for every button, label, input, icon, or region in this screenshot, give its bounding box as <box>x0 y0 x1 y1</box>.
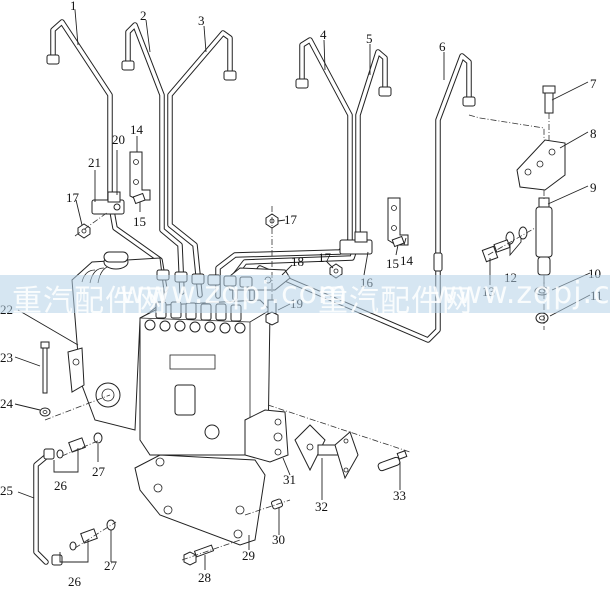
callout-15-left: 15 <box>133 214 146 229</box>
pipe-clamp-left <box>91 191 125 215</box>
washer-11 <box>535 312 549 324</box>
callout-32: 32 <box>315 499 328 514</box>
bracket-14-left <box>129 151 151 205</box>
watermark-text-cn-1: 重汽配件网 <box>12 284 167 319</box>
banjo-fittings-26 <box>56 437 98 551</box>
callout-33: 33 <box>393 488 406 503</box>
callout-15-right: 15 <box>386 256 399 271</box>
callout-9: 9 <box>590 180 597 195</box>
injector-9 <box>535 197 553 284</box>
callout-31: 31 <box>283 472 296 487</box>
bolt-23 <box>40 341 50 394</box>
callout-23: 23 <box>0 350 13 365</box>
callout-5: 5 <box>366 31 373 46</box>
callout-14-right: 14 <box>400 253 414 268</box>
watermark-text-url-1: www.zqpj.com <box>120 276 349 311</box>
banjo-bolt-13 <box>481 239 511 263</box>
assembly-centerlines <box>44 113 550 561</box>
callout-3: 3 <box>198 13 205 28</box>
callout-7: 7 <box>590 76 597 91</box>
callout-18: 18 <box>291 254 304 269</box>
fuel-line-5 <box>232 49 392 301</box>
callout-29: 29 <box>242 548 255 563</box>
callout-25: 25 <box>0 483 13 498</box>
watermark-text-url-2: www.zqpj.com <box>432 276 610 311</box>
callout-27-upper: 27 <box>92 464 106 479</box>
washer-24 <box>39 407 51 417</box>
pipe-clamp-right <box>339 231 373 255</box>
washers-12 <box>505 226 528 245</box>
callout-21: 21 <box>88 155 101 170</box>
callout-1: 1 <box>70 0 77 13</box>
fuel-line-3 <box>167 30 237 298</box>
callout-6: 6 <box>439 39 446 54</box>
fitting-33 <box>377 450 408 472</box>
callout-4: 4 <box>320 27 327 42</box>
flange-31 <box>244 409 289 463</box>
callout-2: 2 <box>140 8 147 23</box>
callout-20: 20 <box>112 132 125 147</box>
callout-26-lower: 26 <box>68 574 82 589</box>
callout-17-left: 17 <box>66 190 80 205</box>
washers-27 <box>93 432 116 531</box>
callout-8: 8 <box>590 126 597 141</box>
callout-24: 24 <box>0 396 14 411</box>
feed-pump-32 <box>294 424 359 480</box>
callout-27-lower: 27 <box>104 558 118 573</box>
mounting-lug <box>67 347 85 393</box>
callout-17-right: 17 <box>318 250 332 265</box>
callout-17-center: 17 <box>284 212 298 227</box>
bracket-14-right <box>387 197 409 248</box>
watermark-band <box>0 275 610 313</box>
bolt-28 <box>183 544 215 566</box>
callout-26-upper: 26 <box>54 478 68 493</box>
clamp-plate-8 <box>516 139 566 191</box>
callout-30: 30 <box>272 532 285 547</box>
callout-14-left: 14 <box>130 122 144 137</box>
fuel-line-2 <box>121 22 185 295</box>
watermark-text-cn-2: 重汽配件网 <box>318 284 473 319</box>
pump-bracket-29 <box>134 454 266 546</box>
callout-28: 28 <box>198 570 211 585</box>
return-line-25 <box>33 448 63 566</box>
fuel-line-1 <box>46 19 168 293</box>
